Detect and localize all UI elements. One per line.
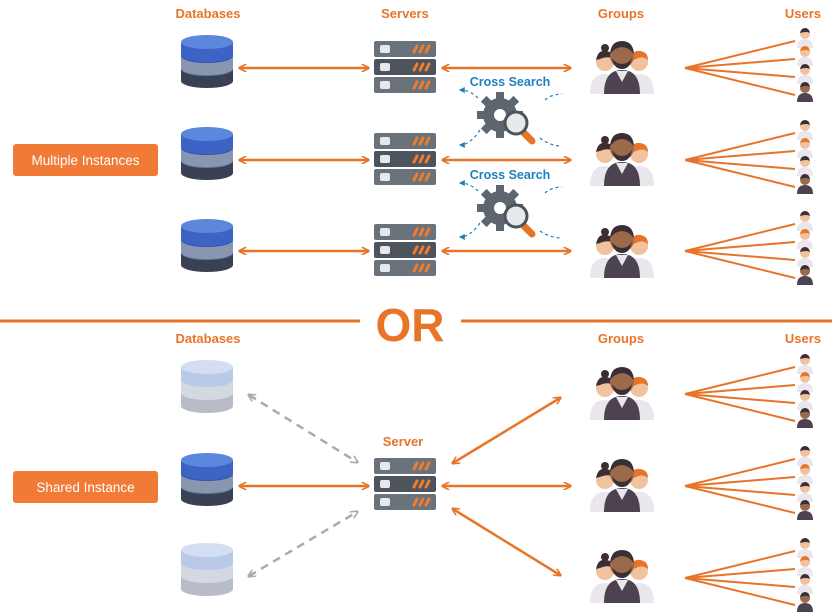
users-fan: [685, 354, 813, 428]
bottom-users-header: Users: [785, 331, 821, 346]
cross-search-dashed: [539, 230, 563, 239]
cross-search-label: Cross Search: [470, 75, 551, 89]
top-row-1: [181, 28, 813, 102]
dashed-db-server-arrow: [249, 512, 357, 576]
top-users-header: Users: [785, 6, 821, 21]
top-databases-header: Databases: [175, 6, 240, 21]
server-icon: [372, 222, 438, 278]
server-group-arrow: [453, 398, 560, 463]
top-row-2: [181, 120, 813, 194]
database-icon: [181, 127, 233, 180]
cross-search-dashed: [544, 93, 563, 101]
cross-search-2: Cross Search: [458, 168, 563, 240]
users-fan: [685, 211, 813, 285]
group-icon: [590, 133, 654, 186]
cross-search-dashed: [544, 186, 563, 194]
server-icon: [372, 131, 438, 187]
top-groups-header: Groups: [598, 6, 644, 21]
cross-search-dashed: [458, 129, 481, 148]
top-row-3: [181, 211, 813, 285]
server-icon: [372, 39, 438, 95]
database-icon: [181, 219, 233, 272]
cross-search-dashed: [458, 87, 479, 99]
multiple-instances-label: Multiple Instances: [13, 144, 158, 176]
group-icon: [590, 550, 654, 603]
bottom-databases-header: Databases: [175, 331, 240, 346]
search-gear-icon: [477, 185, 532, 234]
multiple-instances-text: Multiple Instances: [31, 153, 139, 168]
cross-search-dashed: [458, 222, 481, 240]
shared-instance-text: Shared Instance: [36, 480, 134, 495]
database-icon: [181, 453, 233, 506]
users-fan: [685, 28, 813, 102]
group-icon: [590, 367, 654, 420]
database-icon: [181, 35, 233, 88]
server-icon: [372, 456, 438, 512]
cross-search-label: Cross Search: [470, 168, 551, 182]
cross-search-dashed: [539, 137, 563, 147]
dashed-db-server-arrow: [249, 395, 357, 462]
group-icon: [590, 225, 654, 278]
users-fan: [685, 538, 813, 612]
cross-search-dashed: [458, 180, 479, 192]
bottom-groups-header: Groups: [598, 331, 644, 346]
users-fan: [685, 446, 813, 520]
bottom-server-header: Server: [383, 434, 423, 449]
top-servers-header: Servers: [381, 6, 429, 21]
cross-search-1: Cross Search: [458, 75, 563, 148]
shared-instance-label: Shared Instance: [13, 471, 158, 503]
or-divider: OR: [0, 299, 832, 351]
database-icon-faded: [181, 360, 233, 413]
database-icon-faded: [181, 543, 233, 596]
group-icon: [590, 41, 654, 94]
group-icon: [590, 459, 654, 512]
search-gear-icon: [477, 92, 532, 141]
or-text: OR: [376, 299, 445, 351]
server-group-arrow: [453, 509, 560, 575]
users-fan: [685, 120, 813, 194]
